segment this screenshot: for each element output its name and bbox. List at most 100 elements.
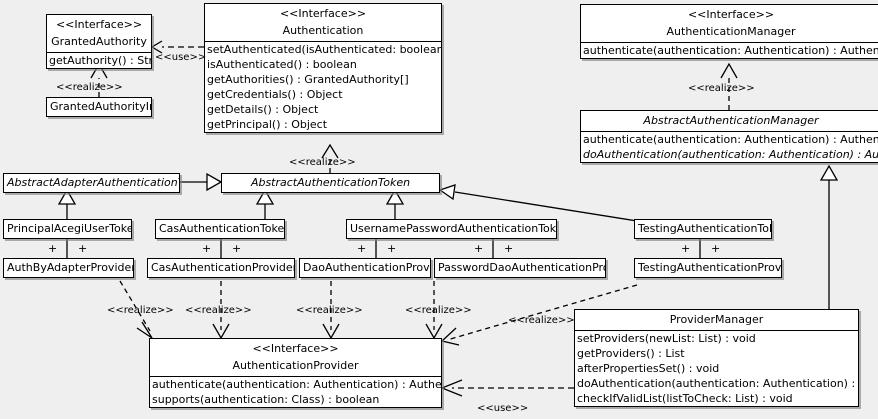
member-row: getAuthority() : String	[49, 54, 151, 67]
header-compartment: AbstractAdapterAuthenticationToken	[4, 174, 179, 192]
class-principal-acegi-user-token[interactable]: PrincipalAcegiUserToken	[3, 219, 132, 239]
class-dao-authentication-provider[interactable]: DaoAuthenticationProvider	[299, 258, 431, 278]
header-compartment: <<Interface>> Authentication	[205, 4, 441, 41]
members-compartment: getAuthority() : String	[47, 52, 151, 68]
edge-label-realize-casprovider: <<realize>>	[185, 305, 252, 316]
class-name-label: PrincipalAcegiUserToken	[7, 222, 131, 235]
member-row: authenticate(authentication: Authenticat…	[583, 44, 878, 57]
assoc-marker-plus: +	[504, 242, 514, 255]
assoc-marker-plus: +	[202, 242, 212, 255]
header-compartment: CasAuthenticationProvider	[148, 259, 294, 277]
member-row: getProviders() : List	[577, 347, 685, 360]
class-name-label: TestingAuthenticationProvider	[638, 261, 781, 274]
edge-label-realize-authbyadapter: <<realize>>	[107, 305, 174, 316]
member-row: afterPropertiesSet() : void	[577, 362, 720, 375]
class-auth-by-adapter-provider[interactable]: AuthByAdapterProvider	[3, 258, 134, 278]
member-row: getAuthorities() : GrantedAuthority[]	[207, 73, 409, 86]
header-compartment: GrantedAuthorityImpl	[47, 98, 151, 116]
edge-generalize-providermanager	[819, 164, 839, 309]
edge-label-realize-grantedauthorityimpl: <<realize>>	[56, 82, 123, 93]
class-name-label: AbstractAuthenticationToken	[250, 176, 411, 189]
member-row: getCredentials() : Object	[207, 88, 343, 101]
assoc-marker-plus: +	[474, 242, 484, 255]
header-compartment: DaoAuthenticationProvider	[300, 259, 430, 277]
class-authentication-provider[interactable]: <<Interface>> AuthenticationProvider aut…	[149, 338, 442, 408]
class-username-password-authentication-token[interactable]: UsernamePasswordAuthenticationToken	[346, 219, 557, 239]
edge-label-realize-daoprovider: <<realize>>	[296, 305, 363, 316]
class-authentication[interactable]: <<Interface>> Authentication setAuthenti…	[204, 3, 442, 133]
edge-generalize-casauthenticationtoken	[255, 188, 275, 219]
class-testing-authentication-token[interactable]: TestingAuthenticationToken	[634, 219, 772, 239]
edge-use-providermanager-authenticationprovider	[440, 379, 574, 397]
class-abstract-authentication-token[interactable]: AbstractAuthenticationToken	[221, 173, 440, 193]
class-abstract-adapter-authentication-token[interactable]: AbstractAdapterAuthenticationToken	[3, 173, 180, 193]
header-compartment: AbstractAuthenticationToken	[222, 174, 439, 192]
class-cas-authentication-token[interactable]: CasAuthenticationToken	[155, 219, 285, 239]
member-row: setAuthenticated(isAuthenticated: boolea…	[207, 43, 441, 56]
edge-generalize-testingauthenticationtoken	[438, 184, 638, 222]
class-granted-authority[interactable]: <<Interface>> GrantedAuthority getAuthor…	[46, 14, 152, 69]
class-name-label: Authentication	[282, 24, 364, 37]
class-granted-authority-impl[interactable]: GrantedAuthorityImpl	[46, 97, 152, 117]
class-abstract-authentication-manager[interactable]: AbstractAuthenticationManager authentica…	[580, 110, 878, 163]
class-name-label: PasswordDaoAuthenticationProvider	[438, 261, 605, 274]
class-name-label: AuthenticationProvider	[232, 359, 359, 372]
class-testing-authentication-provider[interactable]: TestingAuthenticationProvider	[634, 258, 782, 278]
member-row: doAuthentication(authentication: Authent…	[583, 148, 878, 161]
class-name-label: GrantedAuthority	[51, 35, 147, 48]
member-row: getDetails() : Object	[207, 103, 319, 116]
class-password-dao-authentication-provider[interactable]: PasswordDaoAuthenticationProvider	[434, 258, 606, 278]
class-cas-authentication-provider[interactable]: CasAuthenticationProvider	[147, 258, 295, 278]
header-compartment: <<Interface>> GrantedAuthority	[47, 15, 151, 52]
header-compartment: TestingAuthenticationToken	[635, 220, 771, 238]
header-compartment: PrincipalAcegiUserToken	[4, 220, 131, 238]
edge-generalize-principalacegiusertoken	[57, 188, 77, 219]
stereotype-label: <<Interface>>	[279, 7, 367, 20]
header-compartment: AuthByAdapterProvider	[4, 259, 133, 277]
assoc-marker-plus: +	[78, 242, 88, 255]
assoc-marker-plus: +	[387, 242, 397, 255]
header-compartment: <<Interface>> AuthenticationProvider	[150, 339, 441, 376]
member-row: doAuthentication(authentication: Authent…	[577, 377, 858, 390]
member-row: getPrincipal() : Object	[207, 118, 328, 131]
class-name-label: CasAuthenticationToken	[159, 222, 284, 235]
class-name-label: GrantedAuthorityImpl	[50, 100, 151, 113]
members-compartment: authenticate(authentication: Authenticat…	[150, 376, 441, 407]
header-compartment: <<Interface>> AuthenticationManager	[581, 5, 878, 42]
edge-generalize-abstractadapter-to-abstracttoken	[180, 172, 223, 192]
member-row: authenticate(authentication: Authenticat…	[152, 378, 441, 391]
assoc-marker-plus: +	[48, 242, 58, 255]
assoc-marker-plus: +	[681, 242, 691, 255]
class-name-label: AbstractAuthenticationManager	[643, 114, 819, 127]
header-compartment: TestingAuthenticationProvider	[635, 259, 781, 277]
header-compartment: ProviderManager	[575, 310, 858, 330]
assoc-marker-plus: +	[232, 242, 242, 255]
members-compartment: setProviders(newList: List) : void getPr…	[575, 330, 858, 406]
member-row: checkIfValidList(listToCheck: List) : vo…	[577, 392, 793, 405]
header-compartment: UsernamePasswordAuthenticationToken	[347, 220, 556, 238]
member-row: setProviders(newList: List) : void	[577, 332, 756, 345]
edge-label-realize-abstractauthenticationtoken: <<realize>>	[289, 157, 356, 168]
class-name-label: UsernamePasswordAuthenticationToken	[350, 222, 556, 235]
members-compartment: authenticate(authentication: Authenticat…	[581, 42, 878, 58]
member-row: isAuthenticated() : boolean	[207, 58, 357, 71]
class-provider-manager[interactable]: ProviderManager setProviders(newList: Li…	[574, 309, 859, 407]
edge-generalize-usernamepasswordauthenticationtoken	[385, 188, 405, 219]
header-compartment: CasAuthenticationToken	[156, 220, 284, 238]
assoc-marker-plus: +	[357, 242, 367, 255]
class-authentication-manager[interactable]: <<Interface>> AuthenticationManager auth…	[580, 4, 878, 59]
member-row: authenticate(authentication: Authenticat…	[583, 133, 878, 146]
class-name-label: TestingAuthenticationToken	[638, 222, 771, 235]
class-name-label: AbstractAdapterAuthenticationToken	[7, 176, 179, 189]
stereotype-label: <<Interface>>	[687, 8, 775, 21]
stereotype-label: <<Interface>>	[55, 18, 143, 31]
edge-label-use-providermanager: <<use>>	[477, 403, 529, 414]
class-name-label: ProviderManager	[669, 313, 764, 326]
class-name-label: AuthenticationManager	[666, 25, 796, 38]
assoc-marker-plus: +	[711, 242, 721, 255]
header-compartment: AbstractAuthenticationManager	[581, 111, 878, 131]
class-name-label: CasAuthenticationProvider	[151, 261, 294, 274]
members-compartment: setAuthenticated(isAuthenticated: boolea…	[205, 41, 441, 132]
edge-label-use-authentication-grantedauthority: <<use>>	[155, 52, 207, 63]
